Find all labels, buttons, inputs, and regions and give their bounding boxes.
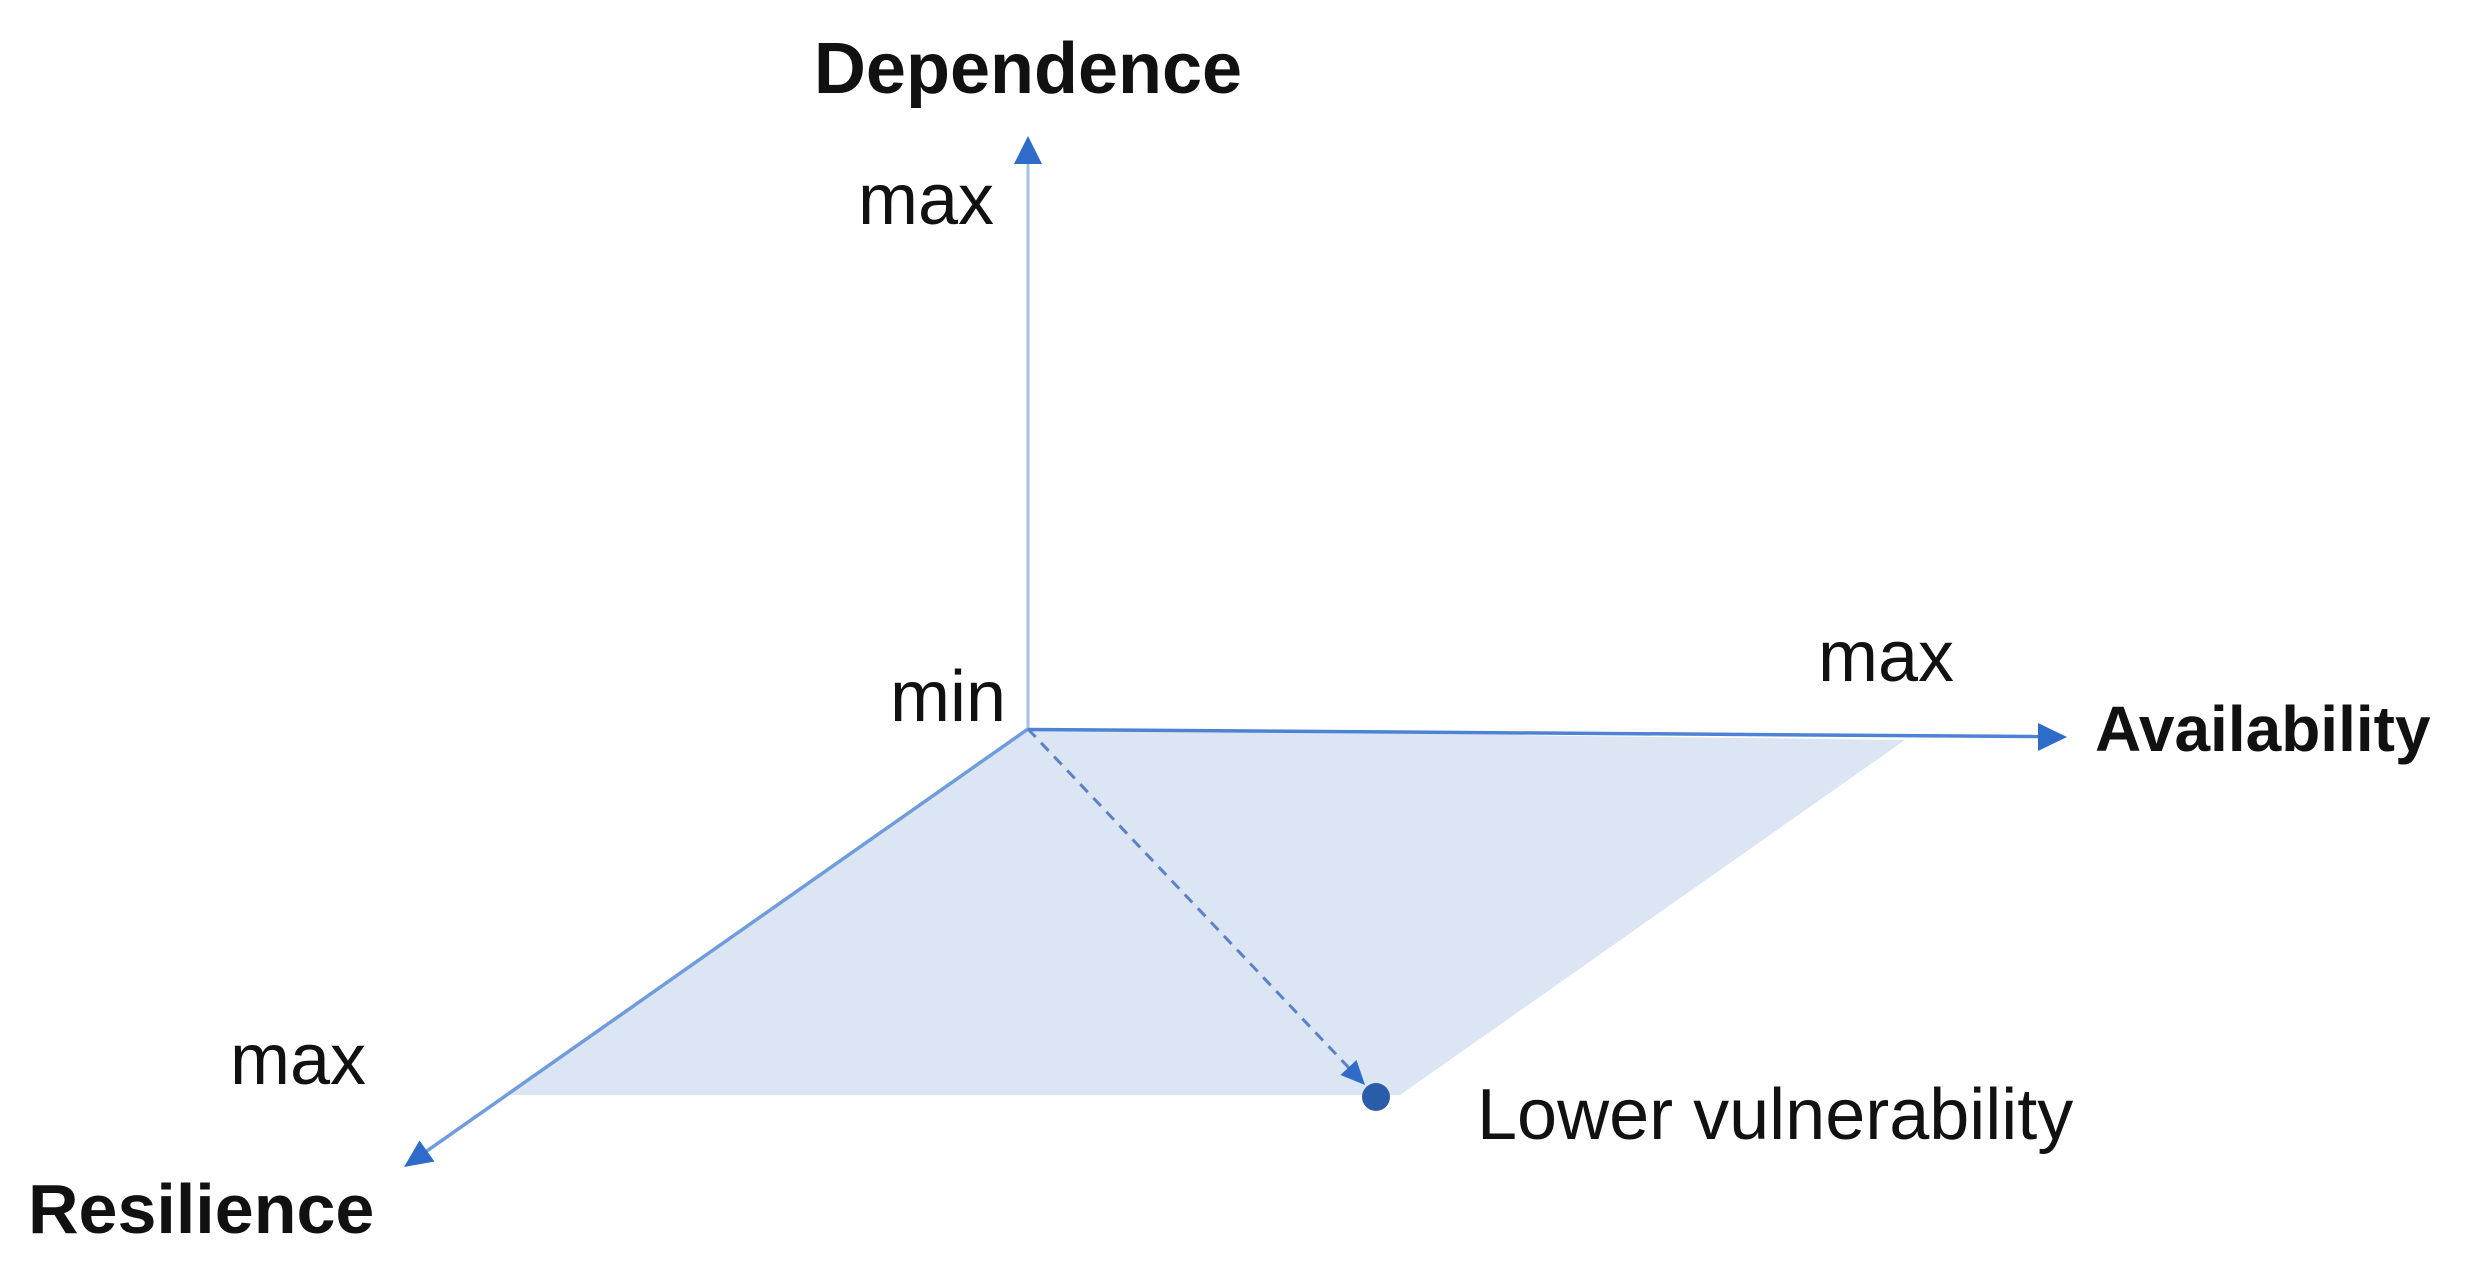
availability-arrowhead-icon bbox=[2038, 723, 2067, 751]
availability-axis-line bbox=[1027, 727, 2041, 739]
availability-resilience-plane bbox=[506, 729, 1905, 1095]
resilience-axis-label: Resilience bbox=[28, 1170, 375, 1248]
origin-min-label: min bbox=[890, 657, 1007, 737]
lower-vulnerability-arrowhead-icon bbox=[1340, 1060, 1365, 1085]
dependence-max-label: max bbox=[858, 160, 995, 240]
lower-vulnerability-arrow-line bbox=[1026, 727, 1352, 1071]
lower-vulnerability-point bbox=[1362, 1083, 1390, 1111]
availability-max-label: max bbox=[1818, 617, 1955, 697]
availability-axis-label: Availability bbox=[2095, 693, 2431, 765]
dependence-arrowhead-icon bbox=[1014, 136, 1042, 164]
lower-vulnerability-label: Lower vulnerability bbox=[1477, 1075, 2074, 1155]
resilience-axis-line bbox=[422, 727, 1030, 1155]
resilience-max-label: max bbox=[230, 1020, 367, 1100]
resilience-arrowhead-icon bbox=[404, 1140, 435, 1167]
dependence-axis-label: Dependence bbox=[813, 29, 1243, 109]
